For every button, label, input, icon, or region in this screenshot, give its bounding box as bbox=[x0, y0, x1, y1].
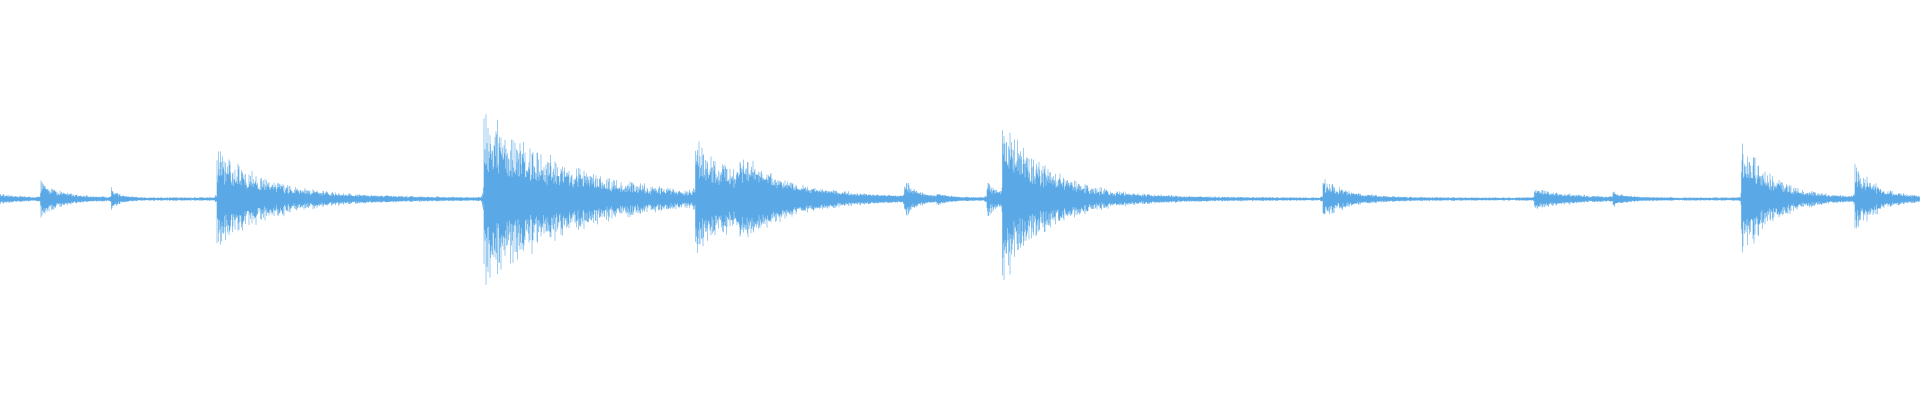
waveform-trace bbox=[0, 114, 1920, 285]
waveform-bars bbox=[0, 114, 1920, 285]
